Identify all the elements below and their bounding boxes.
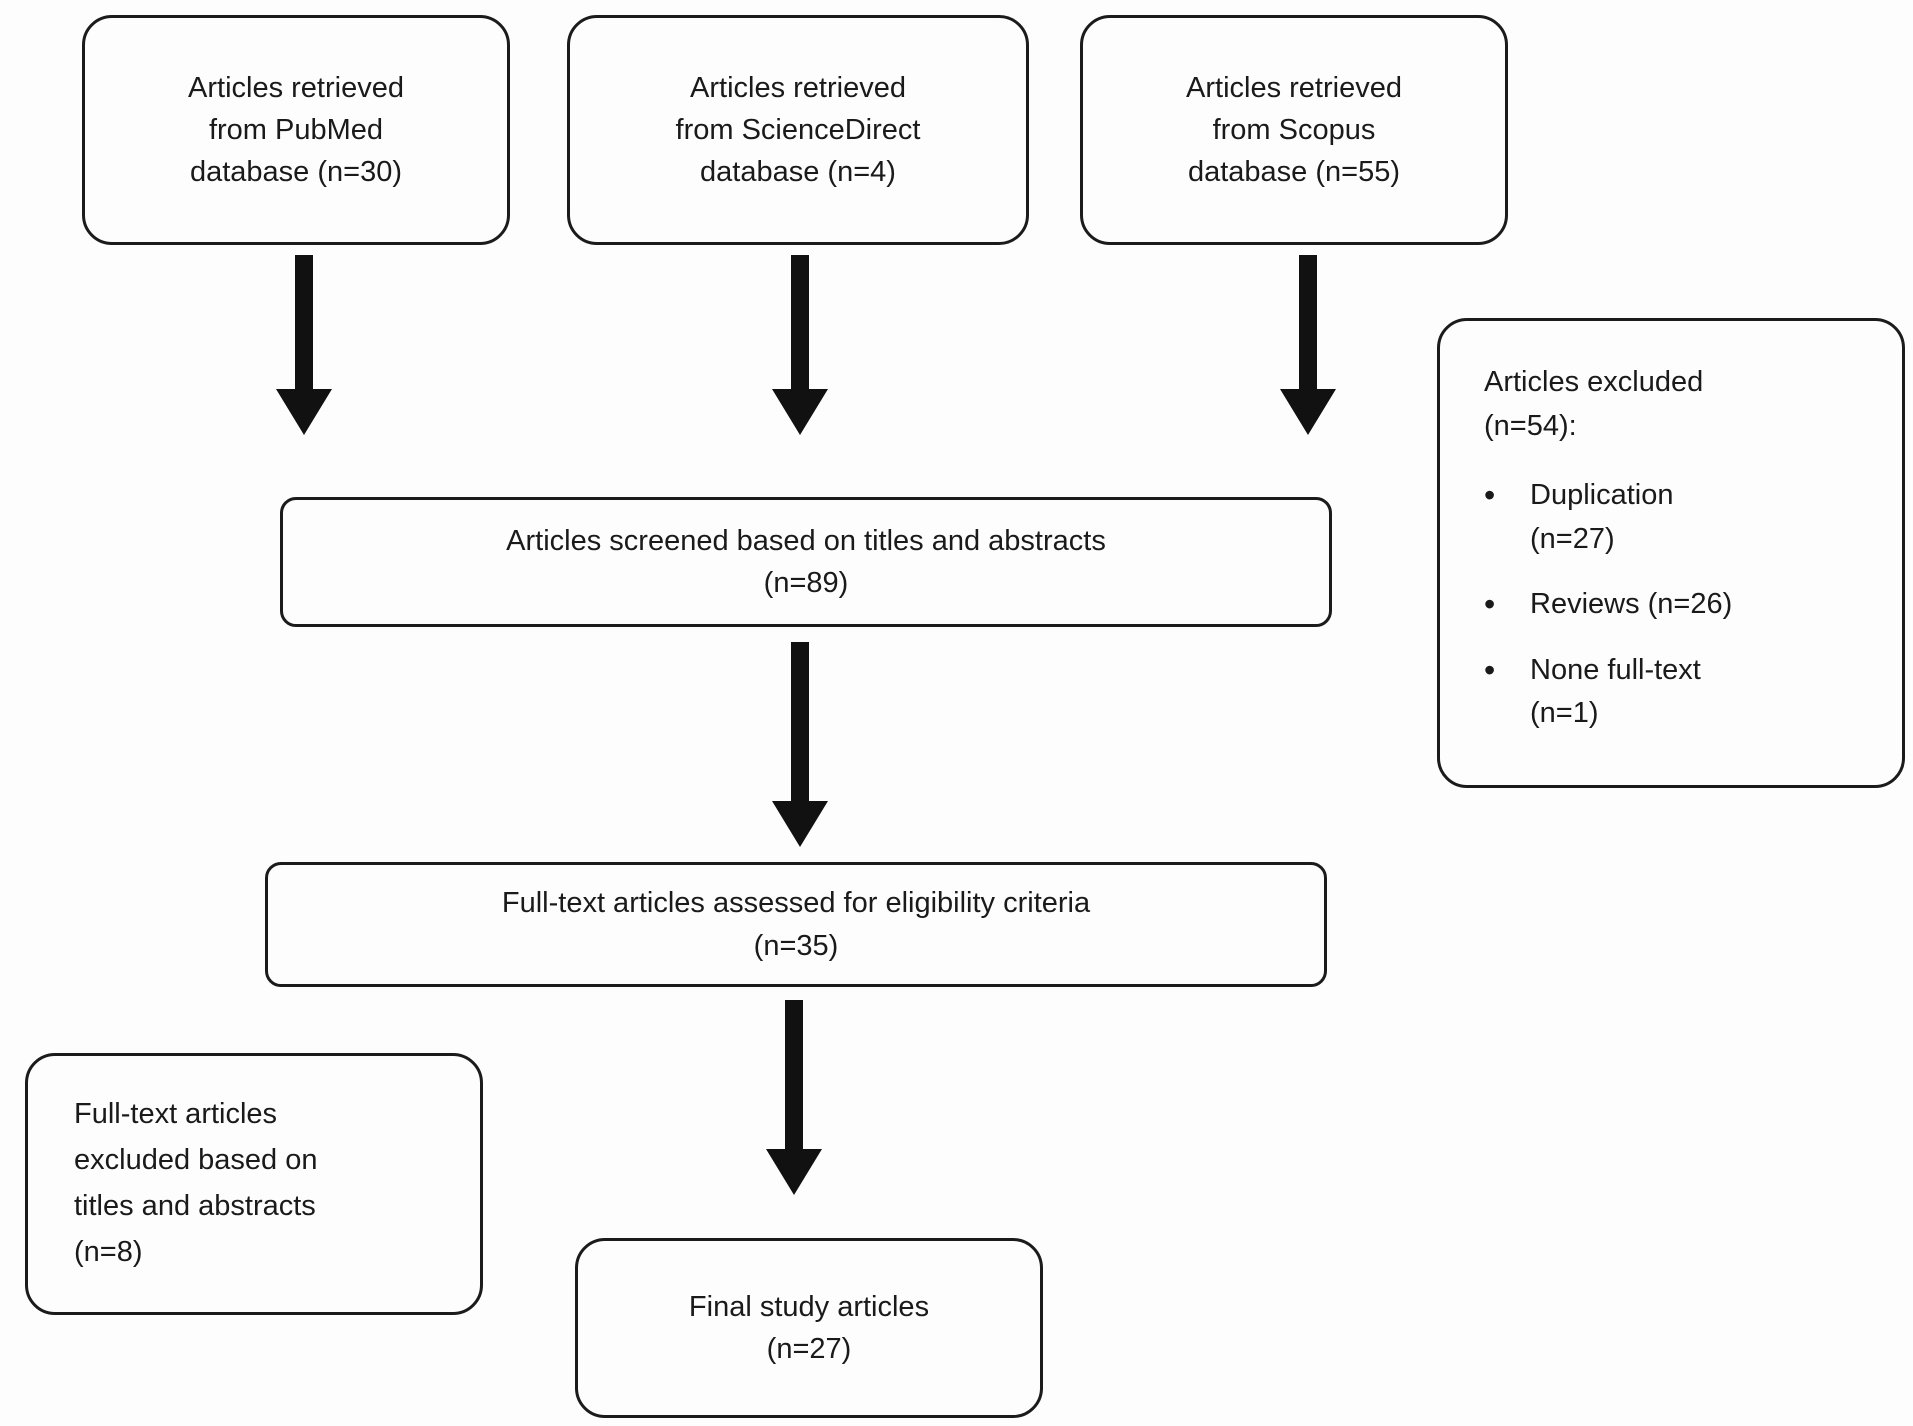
box-articles-excluded: Articles excluded (n=54): • Duplication … — [1437, 318, 1905, 788]
box-final-study: Final study articles (n=27) — [575, 1238, 1043, 1418]
arrow-shaft — [1299, 255, 1317, 389]
bullet-line: Duplication — [1530, 479, 1674, 511]
box-fulltext-excluded-line: titles and abstracts — [74, 1190, 316, 1222]
arrow-head-icon — [772, 801, 828, 847]
box-scopus-line: database (n=55) — [1187, 156, 1401, 189]
bullet-icon: • — [1484, 651, 1496, 688]
bullet-line: None full-text — [1530, 653, 1701, 686]
excluded-title-line: (n=54): — [1484, 409, 1577, 442]
arrow-head-icon — [1280, 389, 1336, 435]
bullet-line: (n=1) — [1530, 697, 1599, 729]
excluded-bullet-duplication: • Duplication (n=27) — [1484, 474, 1673, 561]
box-screened-line: (n=89) — [763, 567, 849, 599]
box-final-study-line: (n=27) — [766, 1333, 852, 1365]
excluded-title-line: Articles excluded — [1484, 366, 1704, 398]
arrow-head-icon — [772, 389, 828, 435]
box-pubmed: Articles retrieved from PubMed database … — [82, 15, 510, 245]
arrow-shaft — [295, 255, 313, 389]
box-screened-line: Articles screened based on titles and ab… — [506, 524, 1106, 557]
arrow-shaft — [791, 642, 809, 801]
box-sciencedirect-line: Articles retrieved — [690, 71, 906, 104]
box-scopus-line: from Scopus — [1212, 113, 1376, 146]
arrow-sciencedirect-to-screened — [772, 255, 828, 435]
arrow-pubmed-to-screened — [276, 255, 332, 435]
box-fulltext-excluded-line: excluded based on — [74, 1144, 318, 1177]
box-eligibility-line: Full-text articles assessed for eligibil… — [501, 887, 1091, 920]
arrow-eligibility-to-final — [766, 1000, 822, 1195]
box-fulltext-excluded-line: (n=8) — [74, 1235, 143, 1268]
box-scopus: Articles retrieved from Scopus database … — [1080, 15, 1508, 245]
box-pubmed-line: database (n=30) — [189, 156, 403, 189]
excluded-bullet-reviews: • Reviews (n=26) — [1484, 583, 1732, 627]
box-sciencedirect-line: from ScienceDirect — [675, 113, 921, 146]
box-pubmed-line: Articles retrieved — [188, 71, 404, 104]
box-screened: Articles screened based on titles and ab… — [280, 497, 1332, 627]
bullet-line: (n=27) — [1530, 522, 1615, 555]
box-eligibility-line: (n=35) — [753, 929, 839, 962]
box-pubmed-line: from PubMed — [208, 113, 384, 146]
excluded-bullet-none-fulltext: • None full-text (n=1) — [1484, 649, 1701, 736]
arrow-screened-to-eligibility — [772, 642, 828, 847]
box-sciencedirect-line: database (n=4) — [700, 156, 896, 189]
bullet-icon: • — [1484, 586, 1496, 622]
box-sciencedirect: Articles retrieved from ScienceDirect da… — [567, 15, 1029, 245]
box-scopus-line: Articles retrieved — [1186, 71, 1402, 104]
arrow-head-icon — [766, 1149, 822, 1195]
bullet-line: Reviews (n=26) — [1530, 588, 1733, 620]
box-eligibility: Full-text articles assessed for eligibil… — [265, 862, 1327, 987]
arrow-shaft — [791, 255, 809, 389]
box-fulltext-excluded: Full-text articles excluded based on tit… — [25, 1053, 483, 1315]
arrow-head-icon — [276, 389, 332, 435]
bullet-icon: • — [1484, 477, 1496, 513]
excluded-title: Articles excluded (n=54): — [1484, 361, 1703, 448]
box-fulltext-excluded-line: Full-text articles — [74, 1098, 278, 1131]
box-final-study-line: Final study articles — [688, 1290, 930, 1323]
arrow-scopus-to-screened — [1280, 255, 1336, 435]
arrow-shaft — [785, 1000, 803, 1149]
